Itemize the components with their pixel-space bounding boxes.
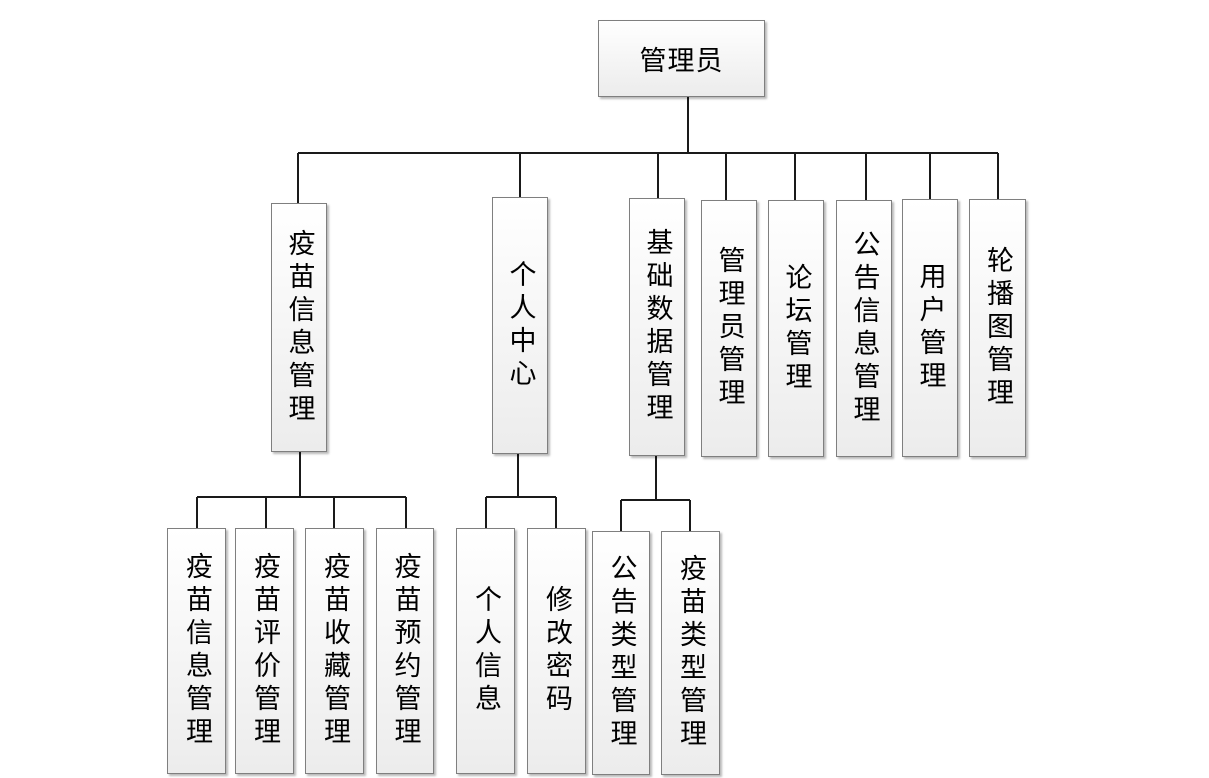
node-carousel-management: 轮播图管理 <box>969 199 1026 457</box>
node-label: 疫苗收藏管理 <box>319 552 350 750</box>
node-label: 基础数据管理 <box>641 228 673 426</box>
node-label: 管理员管理 <box>713 246 745 411</box>
node-label: 疫苗信息管理 <box>283 228 315 427</box>
node-label: 疫苗预约管理 <box>389 552 421 750</box>
node-change-password: 修改密码 <box>527 528 586 774</box>
node-label: 论坛管理 <box>780 262 812 395</box>
node-label: 公告信息管理 <box>848 229 880 428</box>
node-label: 管理员 <box>639 46 724 77</box>
node-forum-management: 论坛管理 <box>768 200 824 457</box>
node-label: 疫苗类型管理 <box>675 554 706 752</box>
node-label: 疫苗信息管理 <box>181 552 212 750</box>
node-label: 疫苗评价管理 <box>249 552 280 750</box>
node-admin-management: 管理员管理 <box>701 200 757 457</box>
node-vaccine-info-sub: 疫苗信息管理 <box>167 528 226 774</box>
node-user-management: 用户管理 <box>902 199 958 457</box>
node-personal-info: 个人信息 <box>456 528 515 774</box>
node-label: 个人中心 <box>504 259 536 392</box>
node-label: 轮播图管理 <box>982 245 1013 411</box>
node-label: 个人信息 <box>470 585 501 717</box>
node-basic-data-management: 基础数据管理 <box>629 198 685 456</box>
node-vaccine-info-management: 疫苗信息管理 <box>271 203 327 452</box>
node-notice-type-management: 公告类型管理 <box>592 531 650 775</box>
node-label: 用户管理 <box>914 262 946 394</box>
node-admin-root: 管理员 <box>598 20 765 97</box>
node-vaccine-review-management: 疫苗评价管理 <box>235 528 294 774</box>
node-vaccine-favorite-management: 疫苗收藏管理 <box>305 528 364 774</box>
node-vaccine-type-management: 疫苗类型管理 <box>661 531 720 775</box>
node-label: 公告类型管理 <box>605 554 637 752</box>
node-notice-info-management: 公告信息管理 <box>836 200 892 457</box>
node-label: 修改密码 <box>541 585 572 717</box>
node-personal-center: 个人中心 <box>492 197 548 454</box>
node-vaccine-booking-management: 疫苗预约管理 <box>376 528 434 774</box>
